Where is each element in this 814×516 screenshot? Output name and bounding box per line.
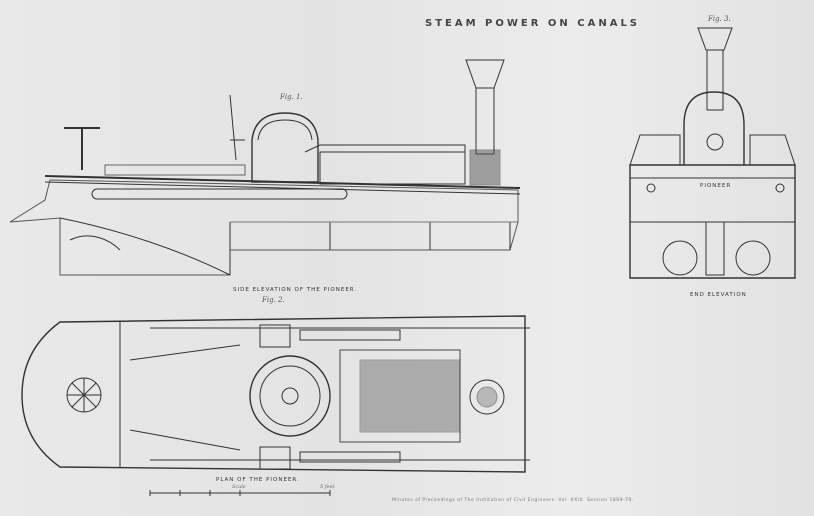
end-elevation-drawing [629, 27, 796, 279]
end-chimney [706, 49, 724, 111]
engine-frame [339, 349, 461, 443]
side-elevation-drawing [9, 59, 521, 276]
scale-label: Scale [232, 484, 246, 490]
cylinder-bottom [259, 446, 291, 470]
fig2-label: Fig. 2. [262, 296, 285, 304]
boat-name-label: PIONEER [700, 183, 732, 189]
plan-hull [21, 315, 526, 473]
plan-caption: PLAN OF THE PIONEER. [216, 477, 300, 483]
side-elevation-caption: SIDE ELEVATION OF THE PIONEER. [233, 287, 358, 293]
side-hull [9, 179, 519, 276]
rubbing-strake [91, 188, 348, 200]
fig3-label: Fig. 3. [708, 15, 731, 23]
drawing-title: STEAM POWER ON CANALS [425, 18, 641, 29]
paddle-wheel-left [662, 240, 698, 276]
end-elevation-caption: END ELEVATION [690, 292, 747, 298]
boiler-body [319, 151, 466, 185]
scale-end-label: 5 feet [320, 484, 335, 490]
steering-wheel-post [64, 127, 100, 170]
chimney-top [465, 59, 505, 89]
chimney-plan [469, 379, 505, 415]
paddle-wheel-right [735, 240, 771, 276]
boiler-plan [249, 355, 331, 437]
boiler-dome [251, 112, 319, 183]
end-hull [629, 164, 796, 279]
cylinder-top [259, 324, 291, 348]
end-boiler-dome [683, 91, 745, 165]
fig1-label: Fig. 1. [280, 93, 303, 101]
plan-drawing [21, 315, 530, 496]
footer-citation: Minutes of Proceedings of The Institutio… [392, 498, 634, 503]
chimney [475, 87, 495, 155]
